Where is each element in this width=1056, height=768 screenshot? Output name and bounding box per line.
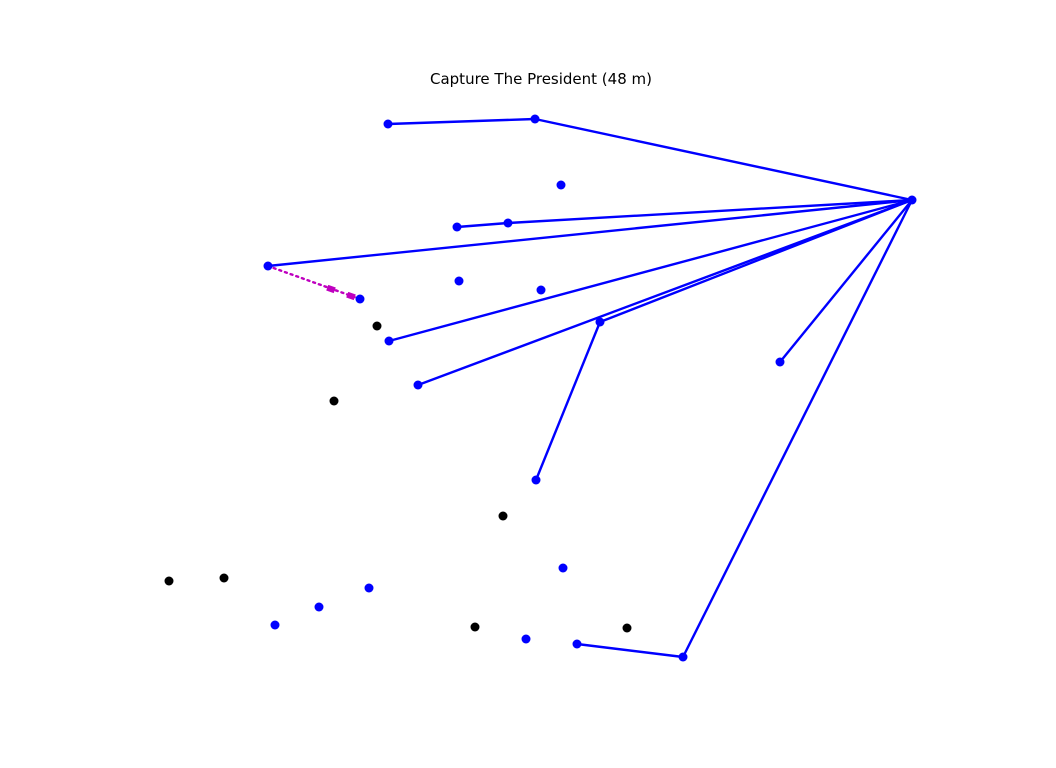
edge-n11-hub — [388, 198, 913, 343]
blue-node-n18[interactable] — [314, 602, 324, 612]
edge-n15-n12 — [534, 321, 602, 481]
blue-node-n22[interactable] — [678, 652, 688, 662]
edges-layer — [267, 117, 914, 659]
edge-n6-hub — [507, 198, 913, 225]
blue-node-n17[interactable] — [364, 583, 374, 593]
blue-node-n1[interactable] — [383, 119, 393, 129]
edge-n22-hub — [681, 199, 914, 658]
black-node-k3[interactable] — [498, 511, 508, 521]
move-path-layer — [266, 264, 362, 301]
blue-node-n21[interactable] — [572, 639, 582, 649]
black-node-k4[interactable] — [164, 576, 174, 586]
blue-node-n4[interactable] — [556, 180, 566, 190]
edge-n5-n6 — [456, 221, 509, 229]
black-node-k7[interactable] — [622, 623, 632, 633]
blue-node-n13[interactable] — [775, 357, 785, 367]
edge-n2-hub — [534, 117, 913, 202]
blue-node-n12[interactable] — [595, 317, 605, 327]
nodes-layer — [164, 114, 917, 662]
blue-node-n7[interactable] — [263, 261, 273, 271]
black-node-k6[interactable] — [470, 622, 480, 632]
blue-node-n20[interactable] — [521, 634, 531, 644]
blue-node-n15[interactable] — [531, 475, 541, 485]
blue-node-n2[interactable] — [530, 114, 540, 124]
edge-n13-hub — [779, 199, 913, 363]
blue-node-n6[interactable] — [503, 218, 513, 228]
blue-node-n9[interactable] — [536, 285, 546, 295]
move-path-line — [266, 264, 362, 301]
move-path-marker — [326, 284, 336, 294]
blue-node-n8[interactable] — [454, 276, 464, 286]
black-node-k5[interactable] — [219, 573, 229, 583]
move-path-marker — [346, 291, 356, 301]
blue-node-n14[interactable] — [413, 380, 423, 390]
edge-n7-hub — [267, 198, 913, 268]
edge-n12-hub — [599, 198, 913, 324]
black-node-k1[interactable] — [372, 321, 382, 331]
blue-node-n10[interactable] — [355, 294, 365, 304]
blue-node-n19[interactable] — [270, 620, 280, 630]
game-title: Capture The President (48 m) — [430, 70, 652, 88]
blue-node-n11[interactable] — [384, 336, 394, 346]
edge-n1-n2 — [387, 117, 536, 126]
edge-n21-n22 — [576, 642, 684, 659]
black-node-k2[interactable] — [329, 396, 339, 406]
blue-node-hub[interactable] — [907, 195, 917, 205]
blue-node-n16[interactable] — [558, 563, 568, 573]
blue-node-n5[interactable] — [452, 222, 462, 232]
edge-n14-hub — [417, 198, 913, 387]
